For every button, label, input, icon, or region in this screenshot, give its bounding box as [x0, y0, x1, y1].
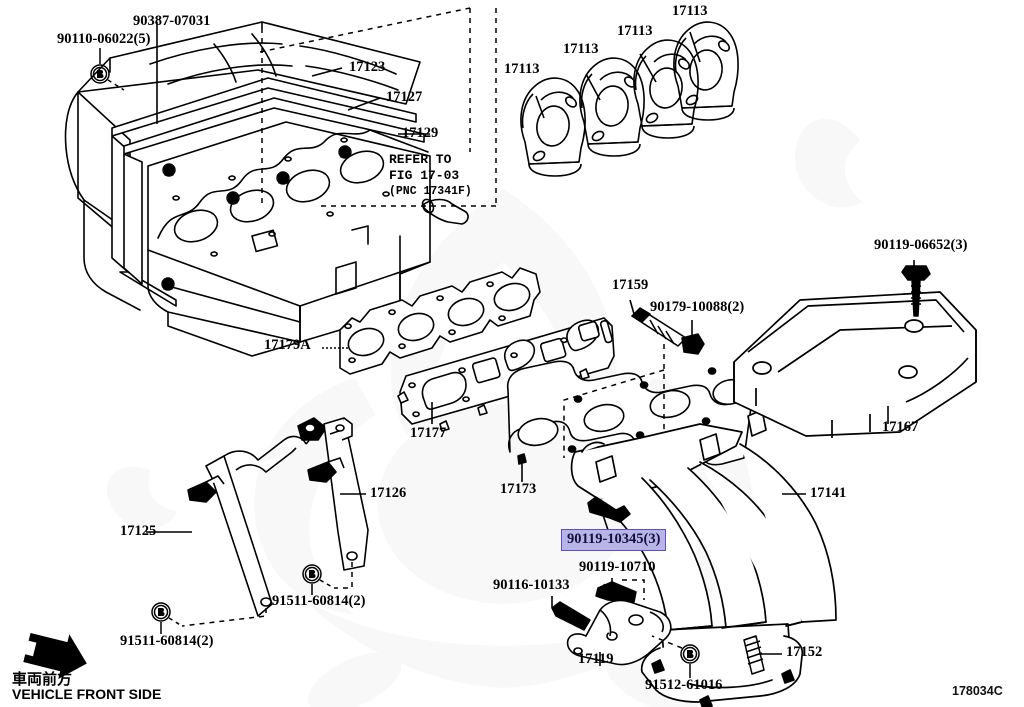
label-90179-10088: 90179-10088(2)	[650, 299, 745, 315]
label-17113-2: 17113	[563, 41, 599, 57]
label-90119-06652: 90119-06652(3)	[874, 237, 968, 253]
label-17127: 17127	[386, 89, 423, 105]
vehicle-front-japanese: 車両前方	[12, 670, 73, 688]
label-17126: 17126	[370, 485, 407, 501]
label-17159: 17159	[612, 277, 649, 293]
label-90116-10133: 90116-10133	[493, 577, 570, 593]
label-17119: 17119	[578, 651, 614, 667]
label-90110-06022: 90110-06022(5)	[57, 31, 151, 47]
label-91511-60814-1: 91511-60814(2)	[120, 633, 214, 649]
label-17167: 17167	[882, 419, 919, 435]
label-17113-1: 17113	[504, 61, 540, 77]
diagram-code: 178034C	[952, 684, 1003, 698]
label-17129: 17129	[402, 125, 439, 141]
label-17113-4: 17113	[672, 3, 708, 19]
label-17152: 17152	[786, 644, 823, 660]
label-90119-10710: 90119-10710	[579, 559, 656, 575]
label-17113-3: 17113	[617, 23, 653, 39]
label-91511-60814-2: 91511-60814(2)	[272, 593, 366, 609]
refer-to-note-line1: REFER TO	[389, 152, 452, 167]
label-17179A: 17179A	[264, 337, 311, 353]
refer-to-note-line2: FIG 17-03	[389, 168, 460, 183]
label-17125: 17125	[120, 523, 157, 539]
label-17177: 17177	[410, 425, 447, 441]
label-17141: 17141	[810, 485, 847, 501]
highlighted-part-label[interactable]: 90119-10345(3)	[561, 529, 667, 551]
label-91512-61016: 91512-61016	[645, 677, 723, 693]
vehicle-front-english: VEHICLE FRONT SIDE	[12, 686, 162, 702]
label-17173: 17173	[500, 481, 537, 497]
refer-to-note-line3: (PNC 17341F)	[389, 185, 472, 198]
label-90387-07031: 90387-07031	[133, 13, 211, 29]
label-17123: 17123	[349, 59, 386, 75]
